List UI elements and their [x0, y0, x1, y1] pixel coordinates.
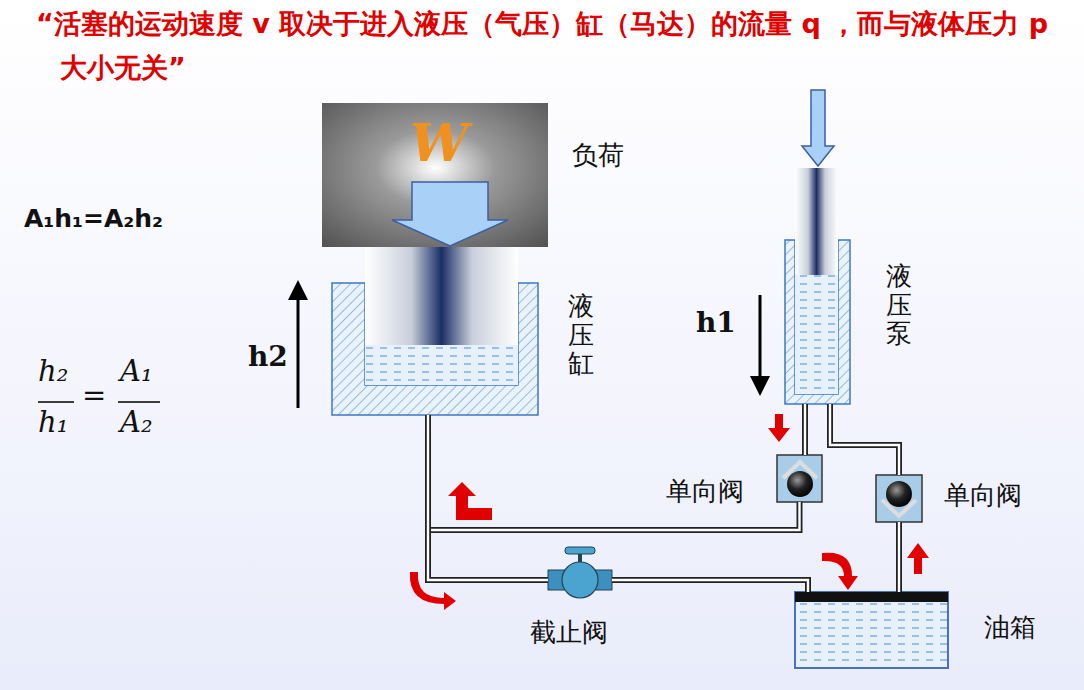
pipe-wall	[802, 404, 808, 455]
cylinder-piston	[365, 247, 518, 345]
h2-arrow	[297, 296, 300, 408]
pipe-bore	[898, 522, 900, 592]
component-node: W负荷	[322, 103, 548, 247]
pipe-bore	[830, 404, 899, 475]
pipe-wall	[612, 580, 808, 592]
flow-arrow	[822, 553, 858, 590]
pipe-wall	[830, 404, 899, 475]
component-label: 负荷	[572, 138, 624, 173]
oil-pipe	[805, 404, 806, 455]
component-label: 液压缸	[568, 292, 594, 378]
oil-pipe	[428, 415, 548, 580]
flow-arrow	[448, 482, 492, 520]
h1-arrow	[759, 295, 762, 380]
check-valve-body	[876, 475, 922, 522]
formula-text: A₁h₁=A₂h₂	[24, 204, 163, 233]
tank-cover	[795, 592, 948, 602]
title-text: “活塞的运动速度 v 取决于进入液压（气压）缸（马达）的流量 q ，而与液体压力…	[36, 2, 1072, 90]
component-label: 油箱	[984, 610, 1036, 645]
stop-valve-handle	[565, 547, 595, 554]
component-label: 截止阀	[530, 615, 608, 650]
component-label: 单向阀	[666, 474, 744, 509]
flow-arrow	[768, 414, 790, 442]
formula-text: h2	[248, 340, 288, 373]
pipe-bore	[804, 404, 806, 455]
load-symbol: W	[410, 112, 468, 173]
check-valve-ball	[886, 481, 912, 507]
component-label: 单向阀	[944, 478, 1022, 513]
pump-force-arrow	[802, 90, 834, 166]
oil-pipe	[830, 404, 899, 475]
h1-arrowhead	[750, 376, 770, 396]
oil-pipe	[612, 580, 808, 592]
h2-arrowhead	[288, 280, 308, 300]
component-node: 截止阀	[548, 555, 612, 605]
component-node: 油箱	[795, 592, 948, 668]
fraction-bar	[118, 401, 160, 403]
formula-text: h₂	[38, 354, 68, 388]
oil-pipe	[428, 415, 800, 530]
check-valve-body	[777, 455, 822, 502]
oil-pipe	[899, 522, 900, 592]
cylinder-oil	[365, 345, 518, 385]
load-block	[322, 103, 548, 247]
component-node: 液压泵	[785, 240, 850, 404]
formula-text: A₂	[120, 405, 153, 439]
formula-text: h1	[696, 306, 736, 339]
pump-plunger	[795, 168, 838, 275]
oil-tank	[795, 592, 948, 668]
pipe-wall	[428, 415, 548, 580]
pump-oil	[795, 275, 838, 394]
stop-valve-body	[562, 562, 598, 598]
formula-text: =	[82, 378, 106, 412]
pipe-wall	[428, 415, 800, 530]
check-valve-ball	[787, 471, 813, 497]
pipe-wall	[896, 522, 902, 592]
component-node: 单向阀	[876, 475, 922, 522]
load-arrow	[392, 182, 508, 246]
component-node: 单向阀	[777, 455, 822, 502]
component-label: 液压泵	[886, 262, 912, 348]
formula-text: h₁	[38, 405, 68, 439]
formula-text: A₁	[120, 354, 153, 388]
pipe-bore	[428, 415, 548, 580]
component-node: 液压缸	[332, 283, 538, 415]
pipe-bore	[428, 415, 800, 530]
flow-arrow	[907, 543, 929, 574]
pipe-bore	[612, 580, 808, 592]
fraction-bar	[38, 401, 74, 403]
